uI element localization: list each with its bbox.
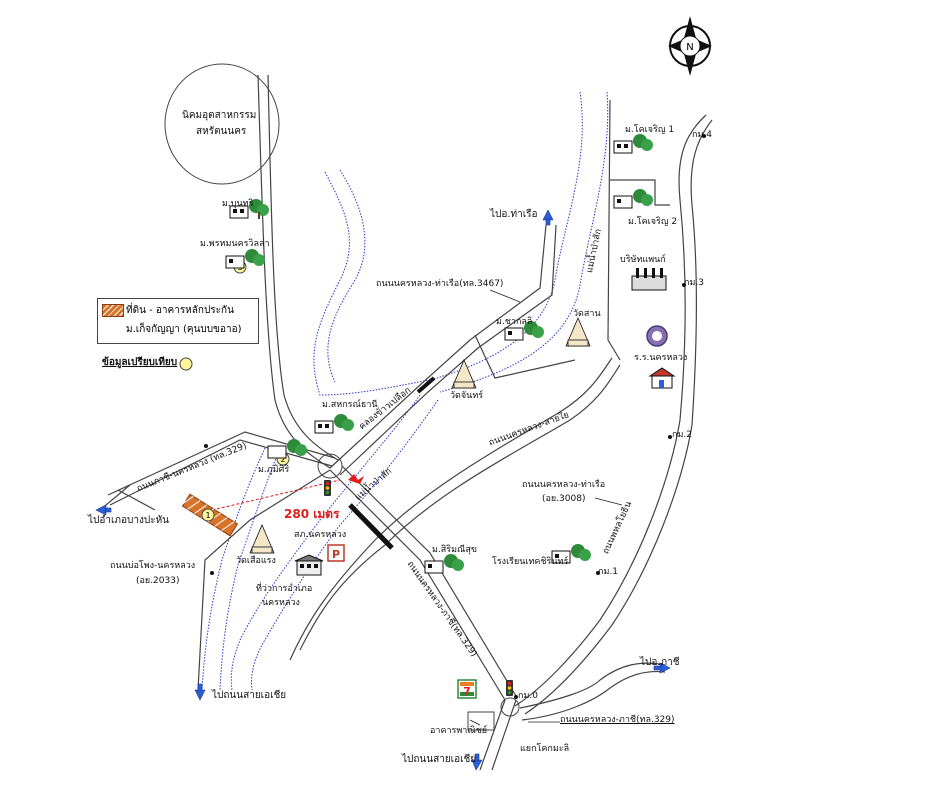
temple-icon [249, 523, 275, 554]
info-dot-1 [201, 508, 215, 522]
leader-lines [469, 289, 623, 726]
industrial-estate-label-1: นิคมอุตสาหกรรม [182, 110, 257, 121]
label-km-3: กม.3 [684, 278, 704, 288]
industrial-estate-boundary [164, 63, 280, 185]
north-arrow-icon [668, 16, 712, 76]
village-icon [551, 544, 591, 564]
convenience-store-text: 7 [463, 685, 471, 698]
police-icon [327, 544, 345, 562]
badge-1-text: 1 [205, 511, 210, 520]
temple-icon [451, 358, 477, 389]
factory-icon [631, 268, 667, 291]
label-km-0: กม.0 [518, 691, 538, 701]
label-ban-phumi: ม.ภูมิศิริ [258, 465, 290, 475]
legend-collateral-sub: ม.เก็จกัญญา (คุนบบขอาอ) [126, 324, 242, 335]
road-network [99, 74, 713, 771]
label-to-sai-asia-bottom: ไปถนนสายเอเชีย [402, 754, 477, 765]
distance-line [211, 479, 341, 511]
legend-collateral-swatch [102, 304, 124, 317]
arrow-left-icon [95, 504, 112, 516]
district-office-icon [648, 367, 676, 389]
label-to-bang-pa-han: ไปอำเภอบางปะหัน [88, 515, 170, 526]
label-shop: อาคารพาณิชย์ [430, 726, 488, 736]
landmark-marker-icon [348, 474, 364, 484]
label-km-4: กม.4 [692, 130, 712, 140]
label-to-phachi: ไปอ.ภาชี [640, 657, 680, 668]
roundabout [317, 453, 343, 479]
police-sign-text: P [332, 548, 340, 561]
label-police: สภ.นครหลวง [294, 530, 347, 540]
village-icon [225, 249, 265, 269]
label-to-tha-ruea: ไปอ.ท่าเรือ [490, 209, 538, 220]
roundabout-km0 [500, 697, 520, 717]
info-dot-legend [179, 357, 193, 371]
government-office-icon [294, 554, 324, 576]
label-road-nakhon-phachi-bottom: ถนนนครหลวง-ภาชี(ทล.329) [560, 715, 675, 725]
badge-2-text: 2 [280, 455, 285, 464]
arrow-up-icon [542, 209, 554, 226]
label-road-nakhon-tha-ruea-2b: (อย.3008) [542, 494, 586, 504]
label-wat-center: วัดจันทร์ [450, 391, 484, 401]
label-ban-bunniri: ม.บุนทริ [222, 199, 254, 209]
label-distance: 280 เมตร [284, 507, 340, 521]
village-icon [504, 321, 544, 341]
commercial-building [467, 711, 495, 731]
village-icon [613, 189, 653, 209]
traffic-light-icon [506, 680, 513, 696]
label-wat-right: วัดสาน [573, 309, 601, 319]
temple-icons [249, 316, 591, 554]
school-emblem-inner [652, 331, 662, 341]
label-district-school: ร.ร.นครหลวง [634, 353, 688, 363]
label-intersection: แยกโคกมะลิ [520, 744, 570, 754]
legend: ที่ดิน - อาคารหลักประกัน ม.เก็จกัญญา (คุ… [97, 298, 259, 344]
label-wat-left: วัดเสือแรง [236, 556, 276, 566]
label-district-office-b: นครหลวง [262, 598, 300, 608]
label-road-nakhon-tha-ruea: ถนนนครหลวง-ท่าเรือ(ทล.3467) [376, 279, 504, 289]
label-km-2: กม.2 [672, 430, 692, 440]
label-road-bo-phong-1: ถนนบ่อโพง-นครหลวง [110, 561, 196, 571]
village-icons [225, 134, 653, 574]
convenience-store-icon [457, 679, 477, 699]
village-icon [229, 199, 269, 219]
label-district-office: ที่ว่าการอำเภอ [256, 584, 313, 594]
legend-collateral-label: ที่ดิน - อาคารหลักประกัน [126, 305, 234, 316]
arrow-down-icon [471, 753, 483, 771]
label-ban-nakhon-luang: ม.พรหมนครวิลล่า [200, 239, 270, 249]
arrow-right-icon [653, 662, 671, 674]
industrial-estate-label-2: สหรัตนนคร [196, 126, 247, 137]
label-km-1: กม.1 [598, 567, 618, 577]
village-icon [424, 554, 464, 574]
label-company: บริษัทแพนก์ [620, 255, 666, 265]
village-icon [314, 414, 354, 434]
label-ban-sirin: ม.สิริมณีสุข [432, 545, 478, 555]
legend-info-label: ข้อมูลเปรียบเทียบ [102, 357, 178, 368]
label-ban-sahakorn: ม.สหกรณ์ธานี [322, 400, 378, 410]
bridge-south [348, 503, 394, 550]
arrow-down-icon [194, 683, 206, 701]
village-icon [267, 439, 307, 459]
label-road-bo-phong-2: (อย.2033) [136, 576, 180, 586]
route-arrows [95, 209, 671, 771]
label-ban-tha-ruea: ม.ชากลลิ [496, 317, 533, 327]
label-school: โรงเรียนเทคชิรินทร์ [492, 557, 569, 567]
label-ban-cheroen-2: ม.โคเจริญ 2 [628, 217, 678, 227]
traffic-light-icon [324, 480, 331, 496]
village-icon [613, 134, 653, 154]
label-to-sai-asia-left: ไปถนนสายเอเชีย [212, 690, 287, 701]
temple-icon [565, 316, 591, 347]
label-ban-cheroen-1: ม.โคเจริญ 1 [625, 125, 675, 135]
north-letter: N [686, 42, 693, 53]
km-markers [204, 134, 706, 699]
bridge-north [416, 376, 436, 394]
label-road-nakhon-tha-ruea-2a: ถนนนครหลวง-ท่าเรือ [522, 480, 606, 490]
